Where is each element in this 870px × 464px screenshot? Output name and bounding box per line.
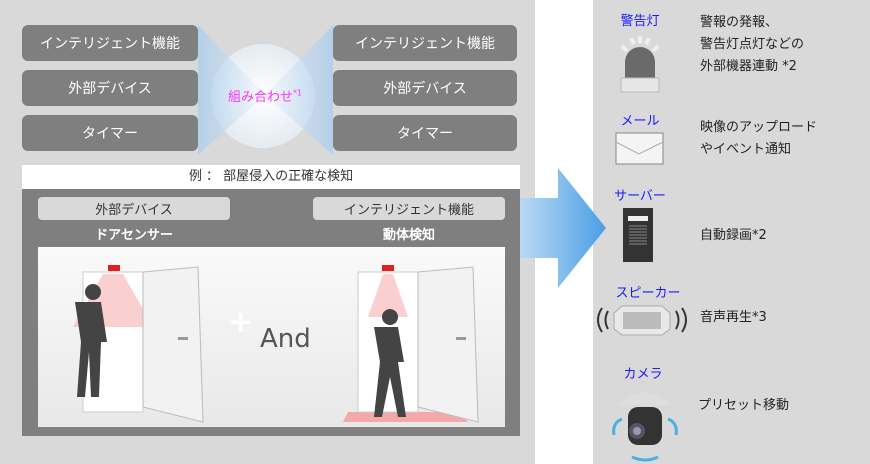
server-desc: 自動録画*2 <box>700 228 767 243</box>
warning-light-desc: 警報の発報、警告灯点灯などの外部機器連動 *2 <box>700 12 804 78</box>
warning-light-icon <box>620 36 660 93</box>
speaker-label: スピーカー <box>615 286 681 301</box>
camera-icon <box>612 392 678 462</box>
door-scene-right <box>343 265 479 423</box>
right-option-timer: タイマー <box>333 115 517 151</box>
door-scene-left <box>73 265 204 423</box>
desc-line: やイベント通知 <box>700 142 792 157</box>
mail-icon <box>615 132 664 165</box>
desc-line: 警告灯点灯などの <box>700 37 805 52</box>
mail-label: メール <box>620 114 660 129</box>
mail-desc: 映像のアップロードやイベント通知 <box>700 117 817 161</box>
combine-text: 組み合わせ <box>228 90 294 105</box>
server-label: サーバー <box>614 189 666 204</box>
server-icon <box>623 208 653 262</box>
left-option-external-device: 外部デバイス <box>22 70 198 106</box>
right-option-external-device: 外部デバイス <box>333 70 517 106</box>
and-text: And <box>260 324 311 354</box>
example-left-tag: 外部デバイス <box>38 197 230 220</box>
example-right-tag: インテリジェント機能 <box>313 197 505 220</box>
door-sensor-label: ドアセンサー <box>95 228 173 243</box>
desc-line: 外部機器連動 *2 <box>700 59 797 74</box>
combine-label: 組み合わせ*1 <box>228 86 302 105</box>
example-title: 例 ： 部屋侵入の正確な検知 <box>22 165 520 189</box>
motion-detection-label: 動体検知 <box>382 228 435 243</box>
flow-arrow-icon <box>520 168 606 288</box>
right-option-intelligent: インテリジェント機能 <box>333 25 517 61</box>
left-option-intelligent: インテリジェント機能 <box>22 25 198 61</box>
desc-line: 映像のアップロード <box>700 120 818 135</box>
speaker-icon <box>597 305 687 336</box>
plus-sign: + <box>228 305 253 340</box>
combine-graphic <box>198 25 333 155</box>
camera-label: カメラ <box>623 367 663 382</box>
camera-desc: プリセット移動 <box>698 398 790 413</box>
desc-line: 警報の発報、 <box>700 15 779 30</box>
combine-note: *1 <box>293 88 303 98</box>
warning-light-label: 警告灯 <box>620 14 660 29</box>
speaker-desc: 音声再生*3 <box>700 310 767 325</box>
left-option-timer: タイマー <box>22 115 198 151</box>
scene-illustration: + And <box>38 247 505 427</box>
